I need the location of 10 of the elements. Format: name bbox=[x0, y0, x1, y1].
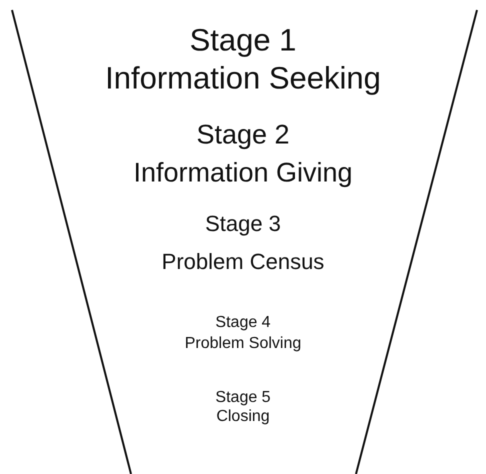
stage-number: Stage 3 bbox=[205, 211, 281, 236]
stage-name: Problem Census bbox=[162, 249, 324, 274]
stage-name: Information Giving bbox=[133, 158, 353, 188]
stage-number: Stage 2 bbox=[196, 120, 290, 150]
stage-number: Stage 5 bbox=[215, 389, 271, 406]
stage-name: Closing bbox=[216, 408, 270, 425]
stage-name: Information Seeking bbox=[105, 60, 381, 96]
stage-name: Problem Solving bbox=[184, 335, 302, 352]
stage-number: Stage 4 bbox=[215, 314, 271, 331]
stage-number: Stage 1 bbox=[190, 22, 296, 58]
